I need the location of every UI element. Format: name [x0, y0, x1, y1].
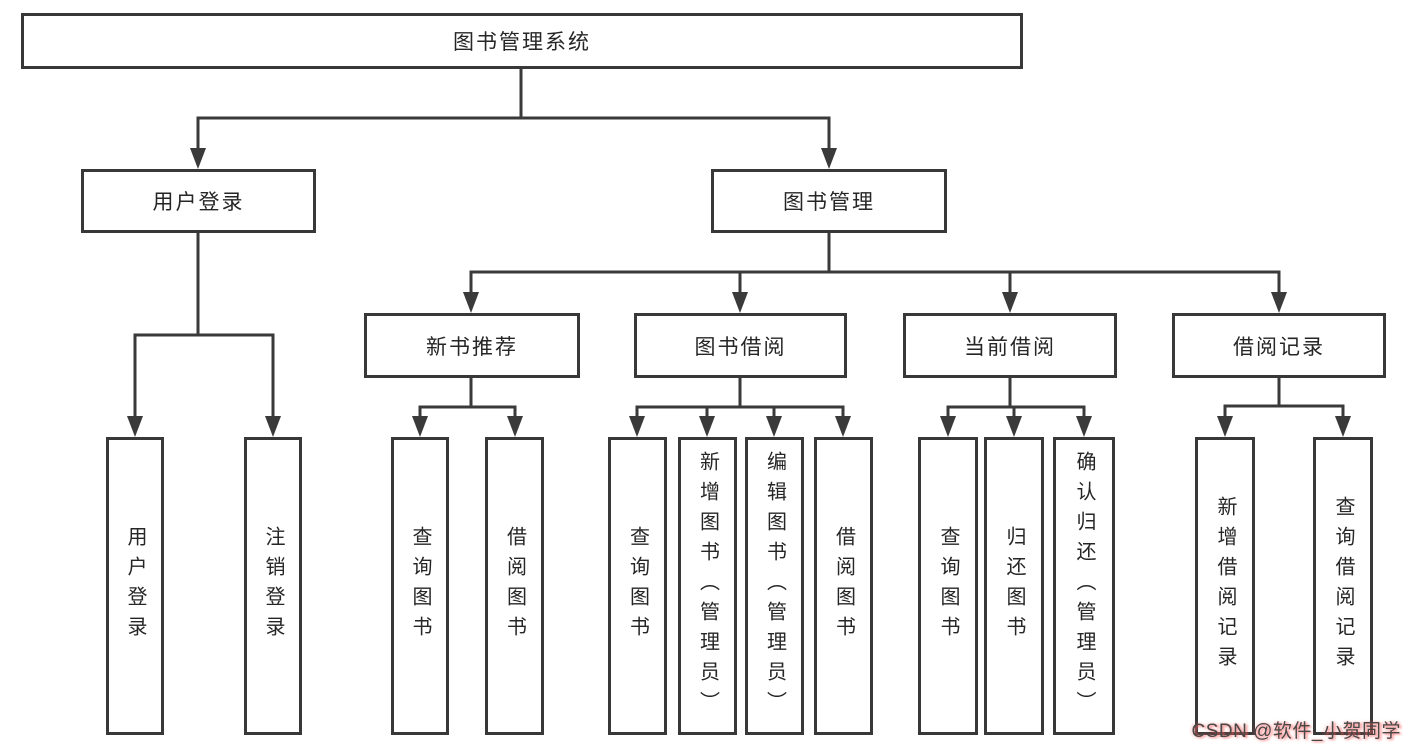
node-library-management-system: 图书管理系统 [21, 13, 1023, 69]
leaf-label: 新增借阅记录 [1214, 496, 1236, 676]
node-label: 图书管理系统 [453, 31, 591, 54]
leaf-label: 归还图书 [1003, 526, 1025, 646]
node-label: 用户登录 [152, 191, 245, 214]
leaf-query-book: 查询图书 [391, 437, 449, 735]
csdn-watermark: CSDN @软件_小贺同学 [1191, 721, 1401, 742]
node-label: 新书推荐 [426, 335, 518, 359]
node-book-borrowing: 图书借阅 [634, 313, 847, 378]
leaf-add-borrow-record: 新增借阅记录 [1195, 437, 1255, 735]
leaf-query-book: 查询图书 [918, 437, 978, 735]
leaf-borrow-book: 借阅图书 [814, 437, 873, 735]
leaf-add-book-admin: 新增图书（管理员） [678, 437, 737, 735]
node-label: 图书借阅 [694, 335, 787, 359]
leaf-confirm-return-admin: 确认归还（管理员） [1053, 437, 1115, 735]
leaf-label: 查询图书 [937, 526, 959, 646]
node-user-login-branch: 用户登录 [81, 169, 316, 233]
leaf-label: 查询借阅记录 [1332, 496, 1354, 676]
leaf-label: 注销登录 [262, 526, 284, 646]
leaf-label: 用户登录 [124, 526, 146, 646]
leaf-label: 新增图书（管理员） [696, 451, 719, 721]
leaf-label: 查询图书 [626, 526, 649, 646]
leaf-return-book: 归还图书 [984, 437, 1044, 735]
node-label: 当前借阅 [964, 335, 1056, 359]
node-book-management-branch: 图书管理 [711, 169, 947, 233]
leaf-borrow-book: 借阅图书 [485, 437, 544, 735]
leaf-label: 编辑图书（管理员） [763, 451, 786, 721]
leaf-label: 借阅图书 [503, 526, 526, 646]
node-label: 图书管理 [783, 191, 875, 214]
node-new-book-recommend: 新书推荐 [364, 313, 580, 378]
leaf-edit-book-admin: 编辑图书（管理员） [745, 437, 804, 735]
node-current-borrowing: 当前借阅 [903, 313, 1117, 378]
node-borrowing-records: 借阅记录 [1172, 313, 1386, 378]
leaf-user-login: 用户登录 [106, 437, 164, 735]
node-label: 借阅记录 [1233, 335, 1325, 359]
leaf-label: 借阅图书 [832, 526, 855, 646]
leaf-label: 确认归还（管理员） [1073, 451, 1095, 721]
leaf-query-borrow-record: 查询借阅记录 [1313, 437, 1373, 735]
leaf-label: 查询图书 [409, 526, 431, 646]
leaf-logout: 注销登录 [244, 437, 302, 735]
leaf-query-book: 查询图书 [608, 437, 667, 735]
